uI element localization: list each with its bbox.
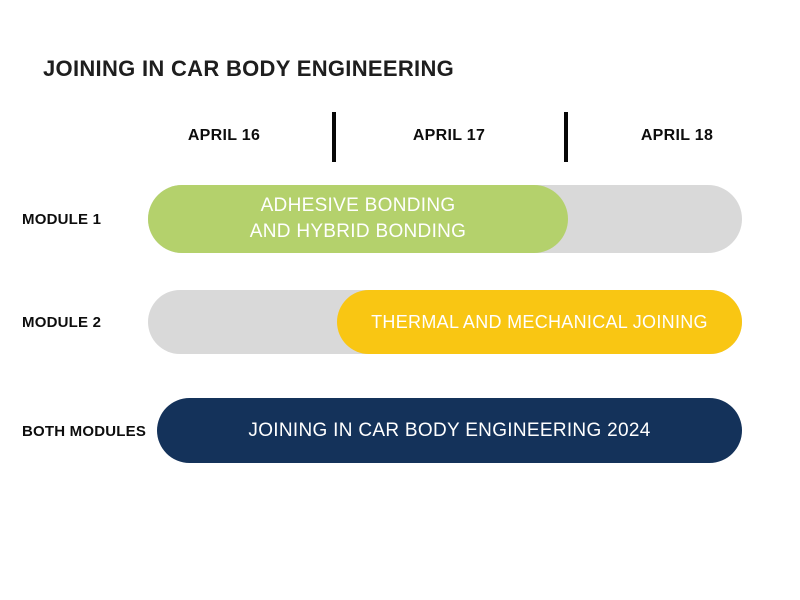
date-label-april-17: APRIL 17 [412,127,486,144]
page-title: JOINING IN CAR BODY ENGINEERING [43,56,455,81]
both-modules-bar-text: JOINING IN CAR BODY ENGINEERING 2024 [248,419,651,441]
module-2-track: THERMAL AND MECHANICAL JOINING [148,290,742,354]
row-label-module-1: MODULE 1 [22,211,102,228]
date-divider-1 [332,112,336,162]
module-1-bar-text-line-1: ADHESIVE BONDING [260,195,456,216]
date-label-april-18: APRIL 18 [640,127,714,144]
module-2-bar-text: THERMAL AND MECHANICAL JOINING [371,311,708,332]
row-label-module-2: MODULE 2 [22,314,102,331]
both-modules-bar: JOINING IN CAR BODY ENGINEERING 2024 [157,398,742,463]
date-divider-2 [564,112,568,162]
date-label-april-16: APRIL 16 [187,127,261,144]
module-1-bar-text-line-2: AND HYBRID BONDING [249,221,467,242]
module-1-bar: ADHESIVE BONDING AND HYBRID BONDING [148,185,568,253]
module-2-bar: THERMAL AND MECHANICAL JOINING [337,290,742,354]
row-label-both-modules: BOTH MODULES [22,423,147,440]
module-1-track: ADHESIVE BONDING AND HYBRID BONDING [148,185,742,253]
